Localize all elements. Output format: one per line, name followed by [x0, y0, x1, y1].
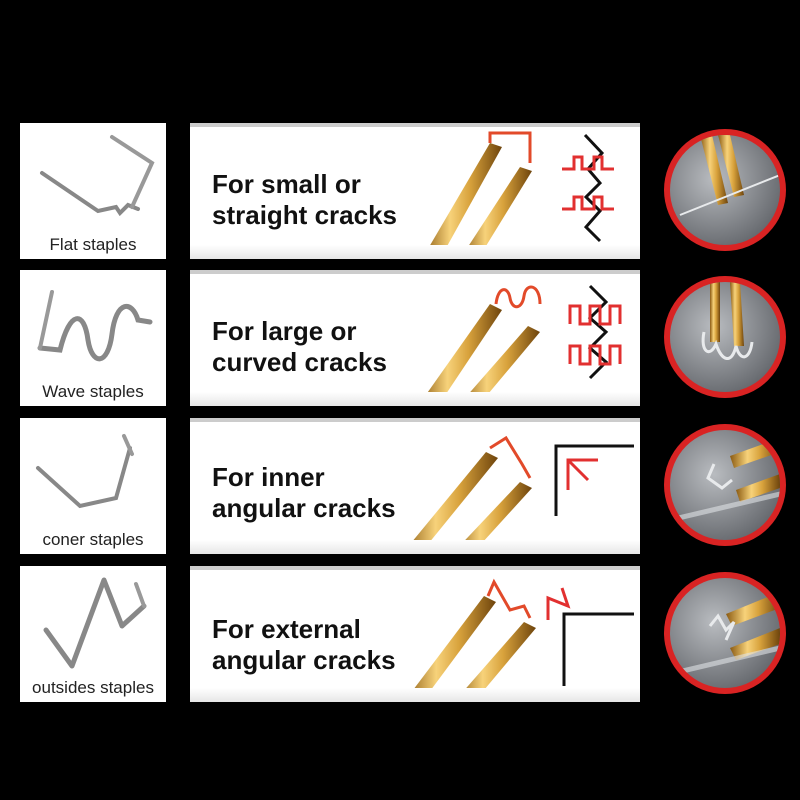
outside-staple-thumbnail: outsides staples — [20, 566, 166, 702]
corner-staple-thumbnail: coner staples — [20, 418, 166, 554]
staple-weld-closeup-icon — [701, 282, 754, 360]
card-title: For external angular cracks — [212, 614, 396, 676]
card-title-line-1: For inner — [212, 462, 325, 492]
card-title-line-1: For small or — [212, 169, 361, 199]
welding-rod-illustration — [422, 131, 614, 259]
card-title: For inner angular cracks — [212, 462, 396, 524]
card-title: For small or straight cracks — [212, 169, 397, 231]
card-title-line-2: angular cracks — [212, 493, 396, 523]
detail-zoom-circle — [664, 129, 786, 251]
flat-staple-thumbnail: Flat staples — [20, 123, 166, 259]
card-title-line-2: curved cracks — [212, 347, 387, 377]
card-title-line-1: For external — [212, 614, 361, 644]
welding-rod-illustration — [402, 435, 634, 554]
flat-staple-icon — [40, 135, 155, 217]
outside-staple-icon — [43, 577, 147, 669]
crack-type-card: For external angular cracks — [190, 566, 640, 702]
card-title-line-2: straight cracks — [212, 200, 397, 230]
staple-weld-closeup-icon — [670, 592, 780, 677]
wave-staple-thumbnail: Wave staples — [20, 270, 166, 406]
detail-zoom-circle — [664, 424, 786, 546]
staple-weld-closeup-icon — [679, 135, 780, 216]
crack-type-card: For large or curved cracks — [190, 270, 640, 406]
staple-caption: Flat staples — [49, 235, 137, 254]
welding-rod-illustration — [404, 578, 634, 702]
staple-row-outside: outsides staples For external angular cr… — [0, 566, 800, 706]
card-title: For large or curved cracks — [212, 316, 387, 378]
crack-type-card: For inner angular cracks — [190, 418, 640, 554]
staple-row-flat: Flat staples For small or straight crack… — [0, 123, 800, 263]
detail-zoom-circle — [664, 276, 786, 398]
staple-caption: coner staples — [42, 530, 144, 549]
welding-rod-illustration — [418, 284, 622, 406]
staple-caption: Wave staples — [42, 382, 144, 401]
wave-staple-icon — [37, 290, 153, 362]
corner-staple-icon — [36, 434, 134, 509]
staple-caption: outsides staples — [32, 678, 154, 697]
staple-row-corner: coner staples For inner angular cracks — [0, 418, 800, 558]
staple-row-wave: Wave staples For large or curved cracks — [0, 270, 800, 410]
card-title-line-1: For large or — [212, 316, 357, 346]
crack-type-card: For small or straight cracks — [190, 123, 640, 259]
detail-zoom-circle — [664, 572, 786, 694]
staple-weld-closeup-icon — [670, 438, 780, 523]
card-title-line-2: angular cracks — [212, 645, 396, 675]
